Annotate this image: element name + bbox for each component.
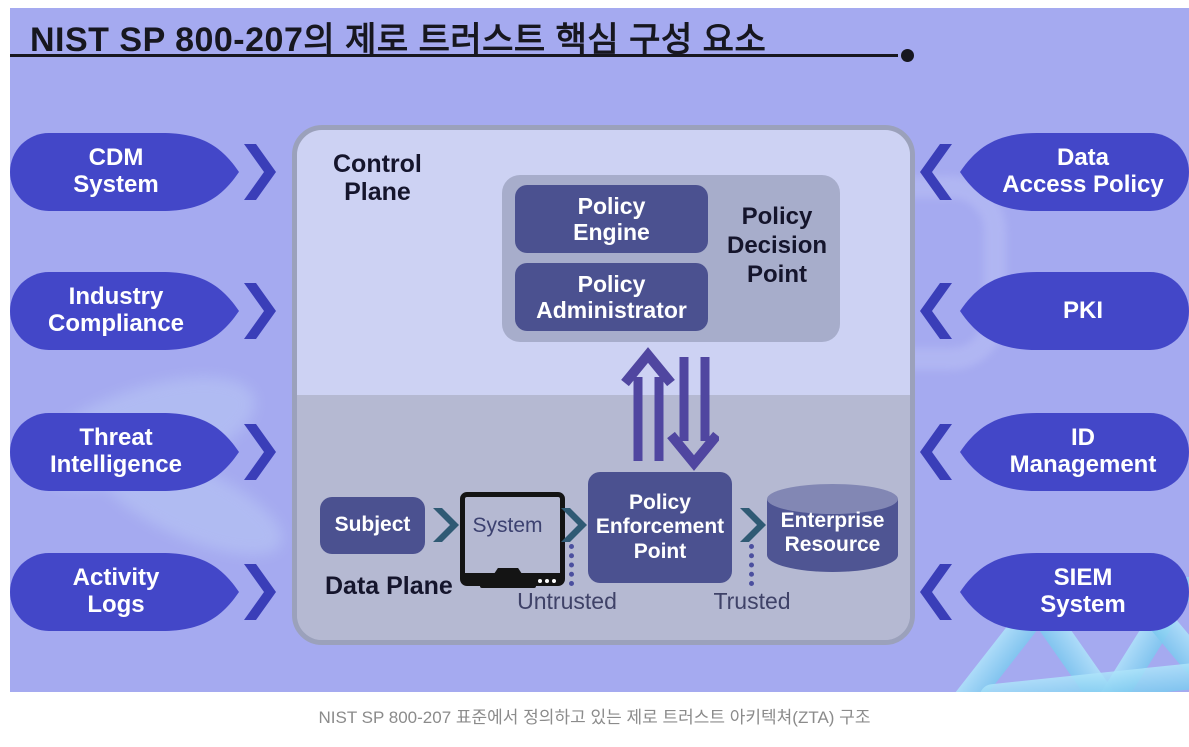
monitor-base <box>480 580 536 588</box>
enterprise-resource-label: Enterprise Resource <box>780 509 885 557</box>
untrusted-label: Untrusted <box>517 588 617 614</box>
input-pill-data-access-policy: Data Access Policy <box>959 133 1189 211</box>
input-pill-threat-intelligence: Threat Intelligence <box>10 413 240 491</box>
pill-shape <box>10 272 239 350</box>
right-chevron-icon <box>244 424 276 480</box>
system-label: System <box>472 514 543 537</box>
flow-right-chevron-icon <box>561 508 587 542</box>
pill-shape <box>10 133 239 211</box>
policy-administrator-box: Policy Administrator <box>515 263 708 331</box>
pill-shape <box>10 413 239 491</box>
control-plane-label: Control Plane <box>333 150 422 206</box>
input-pill-siem-system: SIEM System <box>959 553 1189 631</box>
cylinder-shape <box>767 484 898 572</box>
policy-decision-point-label: Policy Decision Point <box>726 203 828 288</box>
input-pill-cdm-system: CDM System <box>10 133 240 211</box>
zero-trust-diagram: NIST SP 800-207의 제로 트러스트 핵심 구성 요소 CDM Sy… <box>10 8 1189 692</box>
trusted-label: Trusted <box>713 588 791 614</box>
trusted-boundary-line <box>749 544 754 586</box>
zta-core-panel: Control Plane Data Plane Policy Engine P… <box>292 125 915 645</box>
monitor-stand <box>490 568 526 580</box>
left-chevron-icon <box>920 283 952 339</box>
enterprise-resource-database-icon: Enterprise Resource <box>767 483 898 573</box>
left-chevron-icon <box>920 424 952 480</box>
input-pill-id-management: ID Management <box>959 413 1189 491</box>
pill-label: ID Management <box>1009 424 1157 478</box>
policy-decision-point-group: Policy Engine Policy Administrator Polic… <box>502 175 840 342</box>
right-chevron-icon <box>244 283 276 339</box>
left-chevron-icon <box>920 564 952 620</box>
policy-engine-box: Policy Engine <box>515 185 708 253</box>
data-plane-label: Data Plane <box>325 572 453 600</box>
pill-shape <box>10 553 239 631</box>
flow-right-chevron-icon <box>740 508 766 542</box>
subject-box: Subject <box>320 497 425 554</box>
title-underline-dot <box>901 49 914 62</box>
policy-enforcement-point-box: Policy Enforcement Point <box>588 472 732 583</box>
pill-shape <box>960 133 1189 211</box>
untrusted-boundary-line <box>569 544 574 586</box>
pill-label: SIEM System <box>1040 564 1126 618</box>
right-chevron-icon <box>244 564 276 620</box>
up-down-arrows-icon <box>621 347 719 471</box>
pill-label: CDM System <box>73 144 159 198</box>
left-chevron-icon <box>920 144 952 200</box>
input-pill-pki: PKI <box>959 272 1189 350</box>
pill-label: Activity Logs <box>72 564 160 618</box>
pill-label: Data Access Policy <box>1002 144 1164 198</box>
pill-label: PKI <box>1062 296 1103 324</box>
pill-label: Threat Intelligence <box>49 424 183 478</box>
pill-shape <box>960 272 1189 350</box>
pill-shape <box>960 553 1189 631</box>
system-monitor-icon: System <box>460 492 565 586</box>
pill-shape <box>960 413 1189 491</box>
figure-caption: NIST SP 800-207 표준에서 정의하고 있는 제로 트러스트 아키텍… <box>318 708 871 727</box>
monitor-dots <box>538 579 556 583</box>
title-underline <box>10 54 898 57</box>
pill-label: Industry Compliance <box>47 283 185 337</box>
input-pill-industry-compliance: Industry Compliance <box>10 272 240 350</box>
flow-right-chevron-icon <box>433 508 459 542</box>
diagram-title: NIST SP 800-207의 제로 트러스트 핵심 구성 요소 <box>30 21 767 59</box>
input-pill-activity-logs: Activity Logs <box>10 553 240 631</box>
right-chevron-icon <box>244 144 276 200</box>
